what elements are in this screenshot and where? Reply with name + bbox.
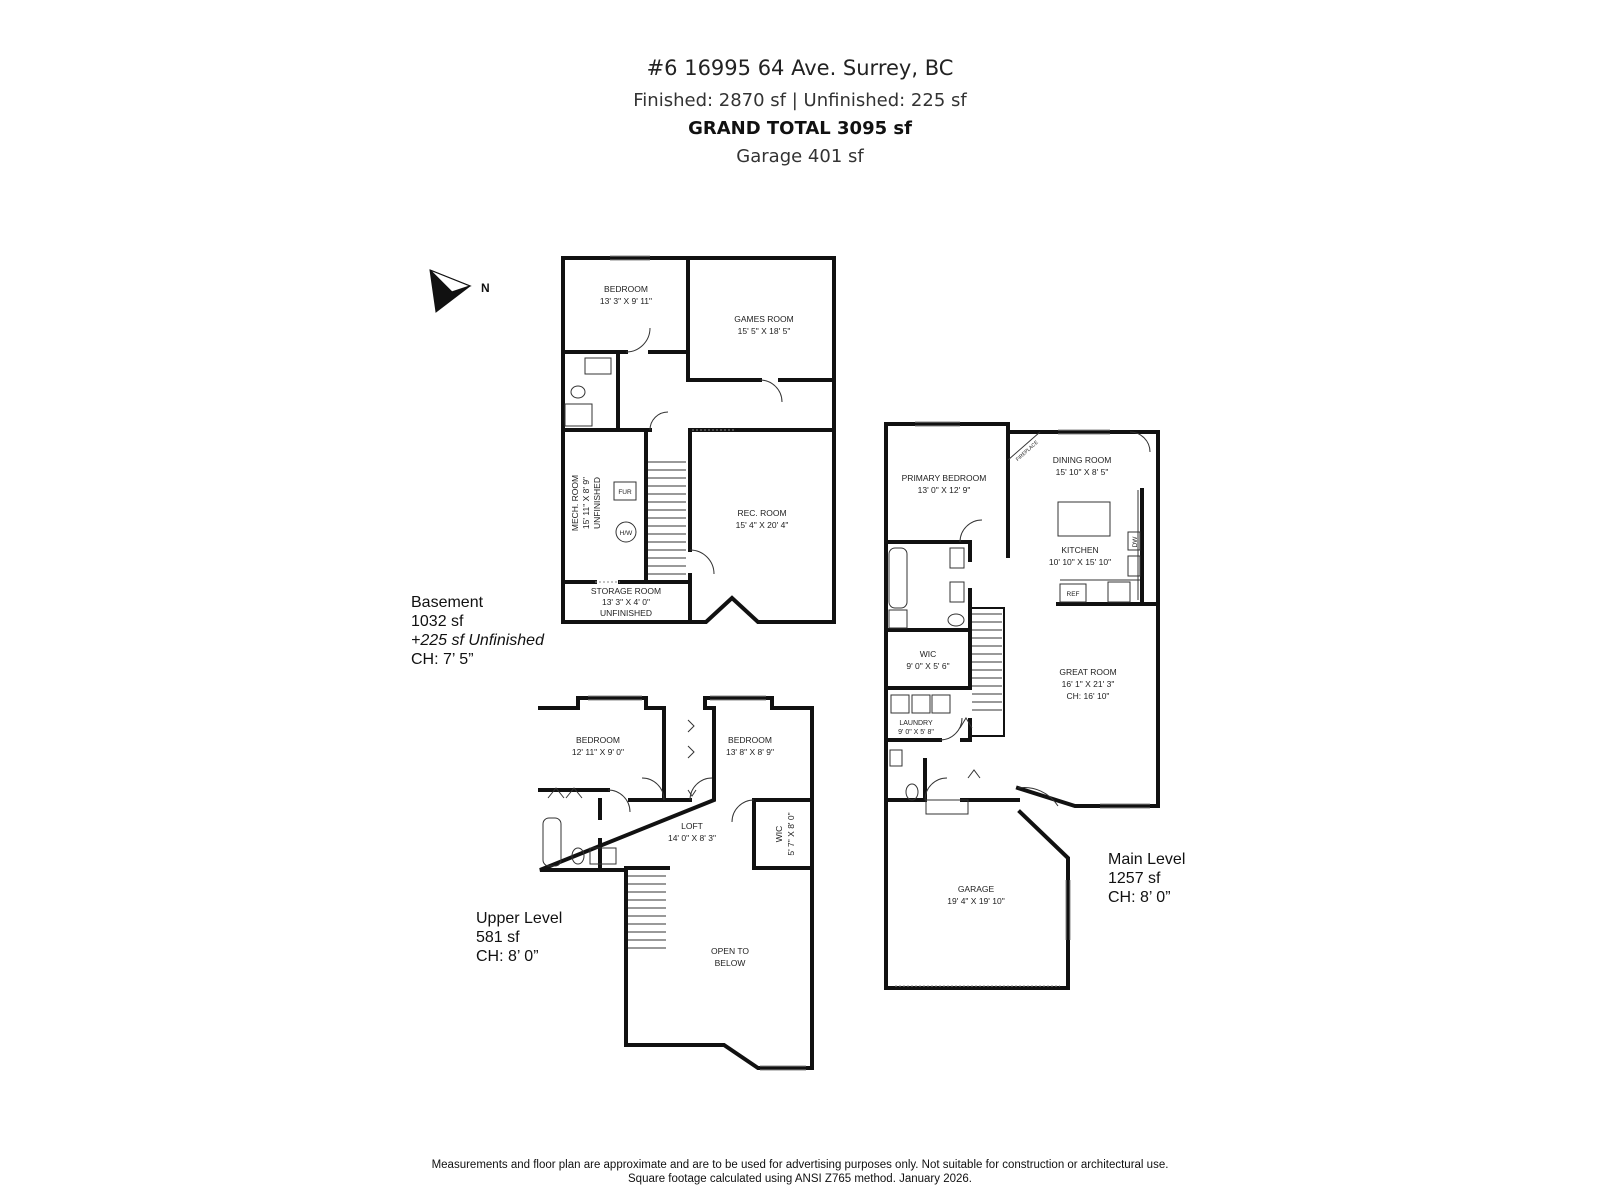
garage-name: GARAGE (958, 884, 995, 894)
basement-bedroom-dims: 13' 3" X 9' 11" (600, 296, 652, 306)
upper-bedroom-1-name: BEDROOM (576, 735, 620, 745)
basement-bedroom-name: BEDROOM (604, 284, 648, 294)
basement-ceiling: CH: 7’ 5” (411, 651, 474, 668)
mech-room-note: UNFINISHED (592, 477, 602, 529)
dining-room-name: DINING ROOM (1053, 455, 1112, 465)
laundry-name: LAUNDRY (899, 720, 933, 727)
primary-bedroom-dims: 13' 0" X 12' 9" (918, 485, 971, 495)
compass-icon: N (429, 269, 490, 313)
main-level-plan (884, 422, 1160, 990)
storage-room-note: UNFINISHED (600, 608, 652, 618)
door-swings (607, 327, 1151, 823)
main-labels: PRIMARY BEDROOM 13' 0" X 12' 9" DINING R… (898, 439, 1139, 906)
loft-dims: 14' 0" X 8' 3" (668, 833, 716, 843)
rec-room-name: REC. ROOM (737, 508, 786, 518)
basement-caption: Basement 1032 sf +225 sf Unfinished CH: … (411, 593, 544, 669)
furnace-label: FUR (618, 489, 632, 496)
upper-bedroom-1-dims: 12' 11" X 9' 0" (572, 747, 624, 757)
upper-level-name: Upper Level (476, 910, 563, 927)
dishwasher-label: DW (1132, 536, 1139, 548)
rec-room-dims: 15' 4" X 20' 4" (736, 520, 789, 530)
upper-bedroom-2-name: BEDROOM (728, 735, 772, 745)
games-room-name: GAMES ROOM (734, 314, 794, 324)
kitchen-dims: 10' 10" X 15' 10" (1049, 557, 1111, 567)
dining-room-dims: 15' 10" X 8' 5" (1056, 467, 1109, 477)
grand-total: GRAND TOTAL 3095 sf (688, 118, 912, 139)
stair-treads (628, 461, 1002, 949)
basement-area: 1032 sf (411, 613, 464, 630)
laundry-dims: 9' 0" X 5' 8" (898, 729, 934, 736)
upper-wic-dims: 5' 7" X 8' 0" (786, 812, 796, 855)
upper-wic-name: WIC (774, 826, 784, 843)
main-level-caption: Main Level 1257 sf CH: 8’ 0” (1108, 850, 1185, 907)
disclaimer: Measurements and floor plan are approxim… (0, 1158, 1600, 1186)
disclaimer-line-2: Square footage calculated using ANSI Z76… (628, 1173, 972, 1185)
great-room-ceiling: CH: 16' 10" (1067, 691, 1110, 701)
garage-total: Garage 401 sf (736, 146, 864, 167)
upper-level-plan (538, 696, 814, 1070)
storage-room-name: STORAGE ROOM (591, 586, 661, 596)
disclaimer-line-1: Measurements and floor plan are approxim… (431, 1159, 1169, 1171)
fixtures (542, 357, 1141, 867)
great-room-name: GREAT ROOM (1059, 667, 1116, 677)
upper-level-area: 581 sf (476, 929, 520, 946)
main-level-area: 1257 sf (1108, 870, 1161, 887)
basement-unfinished: +225 sf Unfinished (411, 632, 544, 649)
hot-water-label: H/W (620, 530, 634, 537)
compass-north-label: N (481, 281, 490, 295)
open-to-below-line2: BELOW (715, 958, 746, 968)
games-room-dims: 15' 5" X 18' 5" (738, 326, 791, 336)
property-address: #6 16995 64 Ave. Surrey, BC (646, 56, 954, 80)
primary-bedroom-name: PRIMARY BEDROOM (902, 473, 987, 483)
mech-room-name: MECH. ROOM (570, 475, 580, 531)
main-wic-dims: 9' 0" X 5' 6" (906, 661, 949, 671)
garage-dims: 19' 4" X 19' 10" (947, 896, 1005, 906)
main-level-ceiling: CH: 8’ 0” (1108, 889, 1171, 906)
upper-level-caption: Upper Level 581 sf CH: 8’ 0” (476, 909, 562, 966)
upper-level-ceiling: CH: 8’ 0” (476, 948, 539, 965)
finished-unfinished-summary: Finished: 2870 sf | Unfinished: 225 sf (633, 90, 967, 111)
basement-plan (561, 256, 836, 624)
great-room-dims: 16' 1" X 21' 3" (1062, 679, 1115, 689)
storage-room-dims: 13' 3" X 4' 0" (602, 597, 650, 607)
basement-name: Basement (411, 594, 484, 611)
upper-labels: BEDROOM 12' 11" X 9' 0" BEDROOM 13' 8" X… (572, 735, 796, 968)
loft-name: LOFT (681, 821, 703, 831)
upper-bedroom-2-dims: 13' 8" X 8' 9" (726, 747, 774, 757)
mech-room-dims: 15' 11" X 8' 9" (581, 477, 591, 529)
basement-labels: BEDROOM 13' 3" X 9' 11" GAMES ROOM 15' 5… (570, 284, 794, 618)
open-to-below-line1: OPEN TO (711, 946, 749, 956)
main-wic-name: WIC (920, 649, 937, 659)
main-level-name: Main Level (1108, 851, 1186, 868)
fridge-label: REF (1067, 591, 1080, 598)
windows (588, 255, 1150, 1071)
kitchen-name: KITCHEN (1061, 545, 1098, 555)
